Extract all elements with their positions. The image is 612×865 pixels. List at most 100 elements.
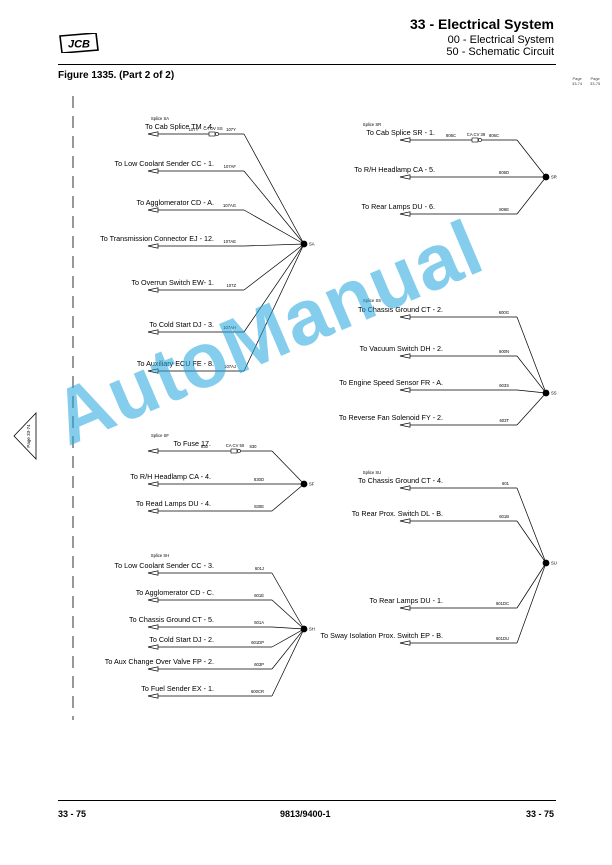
splice-node [542,559,550,567]
section-title: 33 - Electrical System [410,16,554,32]
arrow-head [147,570,159,576]
wire-number: 603T [499,418,509,423]
arrow-head [399,422,411,428]
wire-number: 830D [254,477,264,482]
destination-label: To Rear Prox. Switch DL - B. [352,509,443,518]
wire-number: 600G [499,310,509,315]
splice-node [300,480,308,488]
jcb-logo: JCB [58,32,100,58]
wire-row: To Read Lamps DU - 4.830E [136,483,305,514]
wire-row: To R/H Headlamp CA - 5. 806D [354,165,546,180]
destination-label: To Agglomerator CD - A. [137,198,215,207]
wire-number: 601DP [251,640,264,645]
wire-row: To Auxiliary ECU FE - 8.107AJ [137,243,305,374]
footer-page-right: 33 - 75 [525,809,554,819]
side-page-tab[interactable]: Page 33-74 [12,412,38,465]
arrow-head [147,644,159,650]
wire-diagonal [516,316,547,394]
footer-doc-number: 9813/9400-1 [280,809,331,819]
splice-node-label: SU [551,561,557,566]
wire-diagonal [516,392,547,426]
destination-label: To Agglomerator CD - C. [136,588,214,597]
destination-label: To Engine Speed Sensor FR - A. [339,378,443,387]
wire-diagonal [516,562,547,609]
destination-label: To Rear Lamps DU - 6. [362,202,436,211]
destination-label: To Cold Start DJ - 2. [149,635,214,644]
destination-label: To Aux Change Over Valve FP - 2. [105,657,214,666]
wire-diagonal [516,389,547,394]
wire-number: 107Z [226,283,236,288]
splice-label: Splice SU [363,470,381,475]
splice-label: Splice SH [151,553,169,558]
destination-label: To Fuel Sender EX - 1. [141,684,214,693]
wire-row: To Rear Prox. Switch DL - B.601B [352,509,547,564]
arrow-head [147,207,159,213]
wire-row: To Low Coolant Sender CC - 3.601J [115,561,305,630]
destination-label: To Chassis Ground CT - 5. [129,615,214,624]
wire-number: 600N [499,349,509,354]
wire-number: 601 [502,481,510,486]
wire-number: 806D [499,170,509,175]
wire-number: 107Y [189,127,199,132]
wire-row: To Chassis Ground CT - 5.601A [129,615,305,630]
destination-label: To Vacuum Switch DH - 2. [360,344,443,353]
connector-wire-number: 830 [250,444,258,449]
page-ref-prev[interactable]: Page 33-74 [572,76,582,86]
wire-number: 107AG [223,203,236,208]
wire-number: 601DU [496,636,509,641]
page-ref-label: Page [590,76,600,81]
splice-label: Splice SR [363,122,381,127]
arrow-head [399,518,411,524]
splice-node [542,389,550,397]
wire-number: 830 [201,444,209,449]
footer-rule [58,800,556,801]
wire-row: To Chassis Ground CT - 4.601 [358,476,547,564]
splice-node-label: SA [309,242,315,247]
figure-title: Figure 1335. (Part 2 of 2) [58,70,175,81]
destination-label: To Overrun Switch EW- 1. [131,278,214,287]
wire-number: 603S [499,383,509,388]
header-rule [58,64,556,65]
wire-row: To Transmission Connector EJ - 12. 107AE [100,234,305,249]
wire-diagonal [243,170,305,245]
destination-label: To Transmission Connector EJ - 12. [100,234,214,243]
wire-row: To Low Coolant Sender CC - 1.107AF [115,159,305,245]
logo-text: JCB [68,39,90,51]
connector-body [471,137,479,143]
destination-label: To R/H Headlamp CA - 4. [130,472,211,481]
arrow-head [147,131,159,137]
page-ref-value: 33-74 [572,81,583,86]
page-ref-label: Page [572,76,582,81]
wire-number: 107AE [223,239,236,244]
wire-number: 603P [254,662,264,667]
splice-node-label: SF [309,482,315,487]
section-subtitle: 00 - Electrical System [447,34,554,46]
arrow-head [147,597,159,603]
wire-diagonal [516,487,547,564]
wire-diagonal [271,626,305,630]
arrow-head [147,243,159,249]
page-ref-next[interactable]: Page 33-75 [590,76,600,86]
arrow-head [147,448,159,454]
destination-label: To Reverse Fan Solenoid FY - 2. [339,413,443,422]
destination-label: To R/H Headlamp CA - 5. [354,165,435,174]
arrow-head [399,485,411,491]
destination-label: To Rear Lamps DU - 1. [370,596,444,605]
wire-number: 601J [255,566,264,571]
arrow-head [399,137,411,143]
wire-diagonal [271,628,305,670]
connector-body [208,131,216,137]
connector-wire-number: 806C [489,133,499,138]
wire-diagonal [243,243,305,372]
wire-row: To Overrun Switch EW- 1. 107Z [131,243,305,293]
destination-label: To Sway Isolation Prox. Switch EP - B. [320,631,443,640]
wire-diagonal [271,450,305,485]
wire-diagonal [243,243,305,247]
arrow-head [147,508,159,514]
destination-label: To Cold Start DJ - 3. [149,320,214,329]
